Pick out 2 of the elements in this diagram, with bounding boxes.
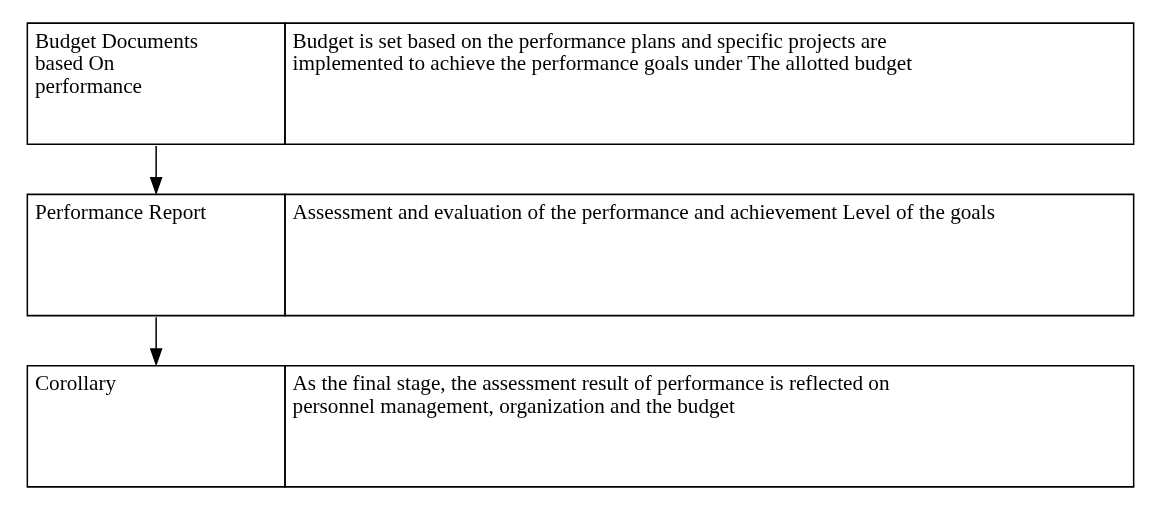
- arrow: [149, 315, 163, 366]
- arrow: [149, 144, 163, 195]
